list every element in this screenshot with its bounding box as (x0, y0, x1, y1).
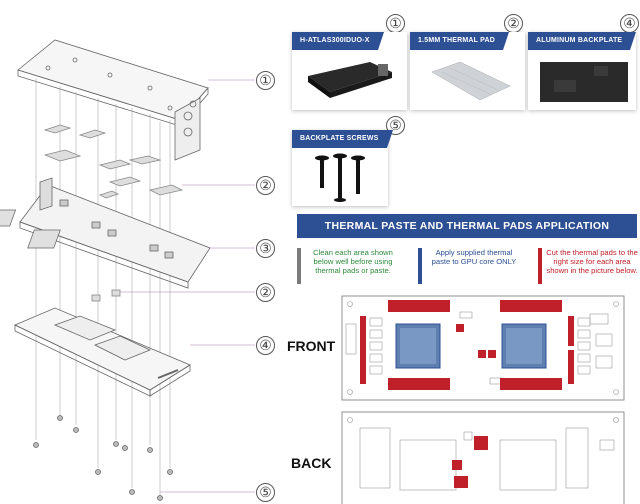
product-1-number: ① (386, 14, 405, 33)
application-title: THERMAL PASTE AND THERMAL PADS APPLICATI… (297, 214, 637, 238)
instruction-pads-text: Cut the thermal pads to the right size f… (546, 248, 638, 275)
product-5-label: BACKPLATE SCREWS (292, 130, 393, 148)
callout-2b: ② (256, 283, 275, 302)
callout-2: ② (256, 176, 275, 195)
product-2-number: ② (504, 14, 523, 33)
front-label: FRONT (287, 338, 336, 354)
product-1-label: H-ATLAS300IDUO-X (292, 32, 384, 50)
front-pad-layout-diagram (341, 295, 625, 401)
exploded-assembly-diagram (0, 39, 255, 501)
backplate-image (540, 62, 628, 102)
product-card-backplate: ALUMINUM BACKPLATE (528, 32, 637, 110)
backplate-drawing (14, 307, 191, 397)
product-card-thermal-pad: 1.5MM THERMAL PAD (410, 32, 525, 110)
back-label: BACK (291, 455, 332, 471)
product-5-number: ⑤ (386, 116, 405, 135)
thermal-pads-layer-1 (43, 124, 184, 199)
product-4-number: ④ (620, 14, 639, 33)
instruction-clean-text: Clean each area shown below well before … (313, 248, 393, 275)
waterblock-drawing (17, 39, 209, 161)
callout-1: ① (256, 71, 275, 90)
screws-drawing (33, 415, 173, 501)
instruction-clean: Clean each area shown below well before … (297, 248, 401, 284)
pcb-drawing (0, 177, 211, 289)
product-2-label: 1.5MM THERMAL PAD (410, 32, 510, 50)
back-pad-layout-diagram (341, 411, 625, 504)
callout-3: ③ (256, 239, 275, 258)
product-card-screws: BACKPLATE SCREWS (292, 130, 393, 206)
product-4-label: ALUMINUM BACKPLATE (528, 32, 637, 50)
thermal-pad-image (431, 61, 511, 101)
product-card-waterblock: H-ATLAS300IDUO-X (292, 32, 407, 110)
callout-4: ④ (256, 336, 275, 355)
instruction-pads: Cut the thermal pads to the right size f… (538, 248, 638, 284)
instruction-paste-text: Apply supplied thermal paste to GPU core… (431, 248, 517, 266)
callout-5: ⑤ (256, 483, 275, 502)
screws-image (315, 153, 365, 202)
thermal-pads-layer-2 (91, 289, 121, 302)
waterblock-image (308, 62, 392, 98)
instruction-paste: Apply supplied thermal paste to GPU core… (418, 248, 522, 284)
